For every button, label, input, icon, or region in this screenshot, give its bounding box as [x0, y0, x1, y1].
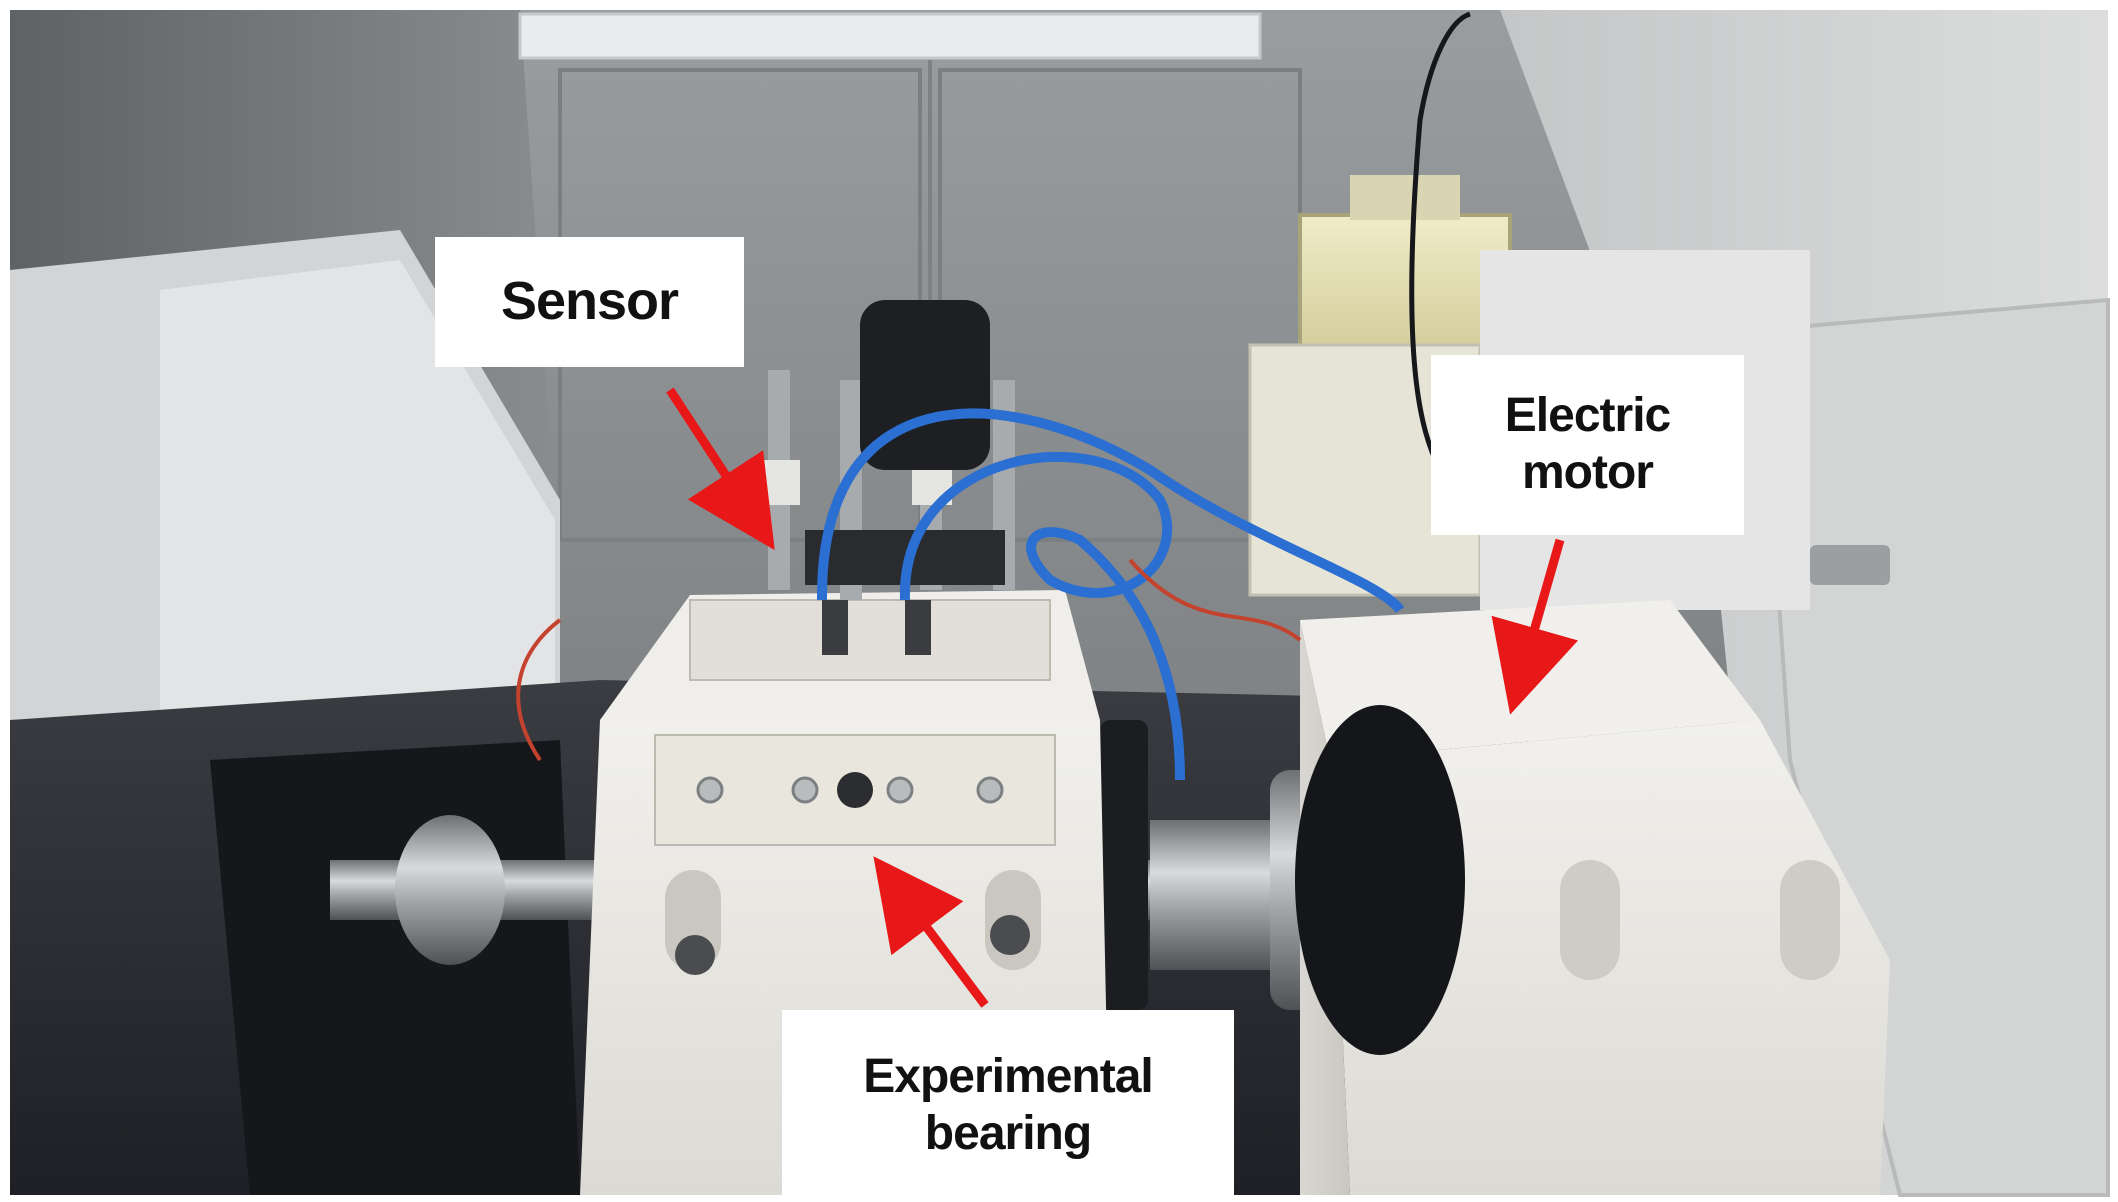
- signal-wire: [516, 618, 562, 762]
- base-rail-left: [210, 740, 580, 1195]
- ceiling-light: [518, 12, 1262, 60]
- signal-wire: [1409, 11, 1471, 472]
- door-latch: [1810, 545, 1890, 585]
- bearing-port: [791, 776, 819, 804]
- oil-tank-cap: [1350, 175, 1460, 220]
- bearing-end-plate: [1100, 720, 1148, 1010]
- experimental-bearing-arrow: [873, 856, 989, 1008]
- bearing-port: [886, 776, 914, 804]
- experimental-bearing-label: Experimental bearing: [782, 1010, 1234, 1202]
- electric-motor-label-text: Electric motor: [1504, 389, 1671, 499]
- sensor-arrow: [666, 387, 775, 551]
- bearing-port: [976, 776, 1004, 804]
- cable-bundle: [860, 300, 990, 470]
- bearing-bolt: [675, 935, 715, 975]
- sensor-mount: [760, 460, 800, 505]
- bearing-center-hole: [837, 772, 873, 808]
- bearing-bolt: [990, 915, 1030, 955]
- flexible-coupling: [1150, 820, 1270, 970]
- electric-motor-arrow: [1491, 538, 1579, 715]
- bearing-top-plate: [689, 599, 1051, 681]
- signal-wire: [1128, 558, 1302, 642]
- experimental-bearing-label-text: Experimental bearing: [863, 1050, 1153, 1160]
- left-enclosure-face: [160, 260, 555, 750]
- air-hose: [816, 408, 1405, 614]
- sensor-body: [822, 600, 848, 655]
- bearing-port: [696, 776, 724, 804]
- air-hose: [899, 451, 1185, 781]
- motor-slot-left: [1560, 860, 1620, 980]
- motor-slot-right: [1780, 860, 1840, 980]
- left-flywheel: [395, 815, 505, 965]
- sensor-label: Sensor: [435, 237, 744, 367]
- sensor-label-text: Sensor: [500, 271, 679, 332]
- electric-motor-label: Electric motor: [1431, 355, 1744, 535]
- sensor-body: [905, 600, 931, 655]
- motor-bore: [1295, 705, 1465, 1055]
